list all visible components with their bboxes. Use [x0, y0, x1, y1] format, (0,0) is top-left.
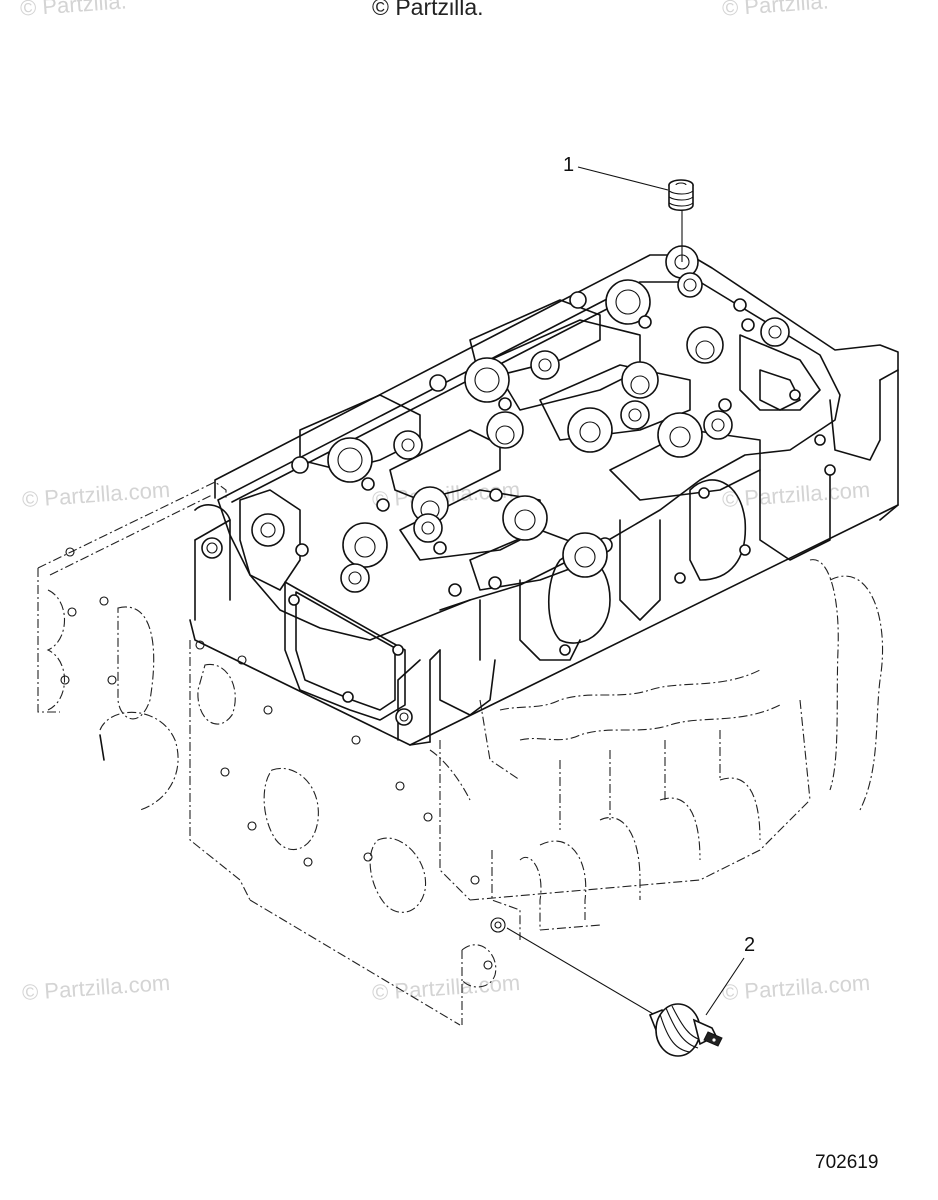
engine-block-outline [37, 481, 884, 1026]
part-1-plug-screw-icon [577, 166, 694, 262]
cylinder-head [189, 245, 899, 746]
head-bosses [201, 245, 836, 726]
watermark-top-center: © Partzilla. [372, 0, 484, 20]
part-2-oil-pressure-switch-icon [506, 927, 745, 1057]
callout-part-1: 1 [563, 154, 575, 176]
drawing-number: 702619 [815, 1152, 879, 1173]
callout-part-2: 2 [744, 934, 756, 956]
